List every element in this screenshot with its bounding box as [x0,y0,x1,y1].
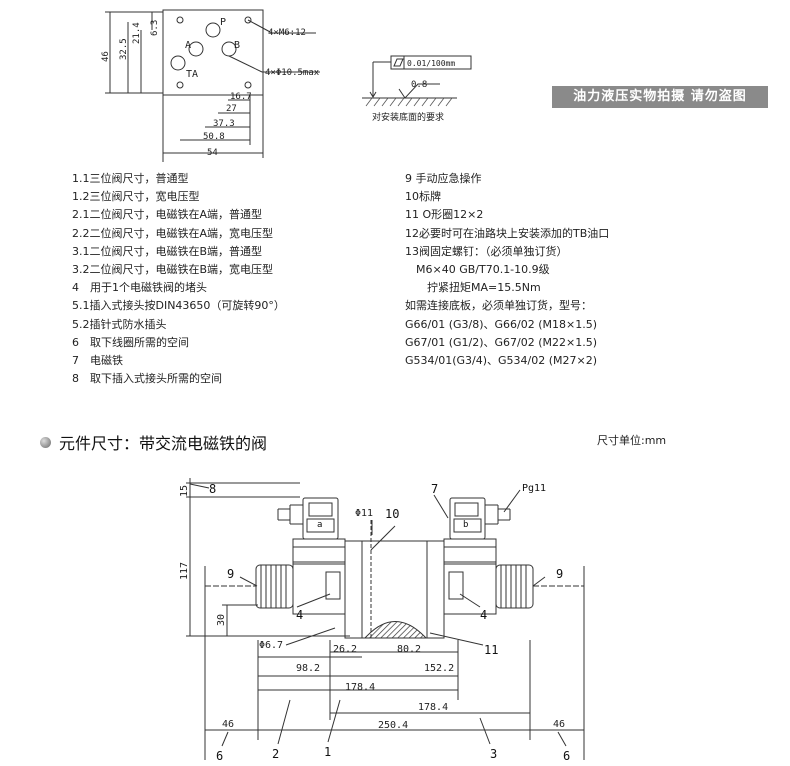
callout-9-left: 9 [227,567,234,581]
manual-override-left [255,564,294,609]
notes-left: 1.1三位阀尺寸，普通型 1.2三位阀尺寸，宽电压型 2.1二位阀尺寸，电磁铁在… [72,170,285,388]
note-item: G67/01 (G1/2)、G67/02 (M22×1.5) [405,335,598,349]
port-label-b: B [234,40,240,51]
dim-98-2: 98.2 [296,663,320,674]
solenoid-b [443,538,497,565]
note-item: 1.2三位阀尺寸，宽电压型 [72,190,200,204]
port-label-ta: TA [186,69,198,80]
top-mounting-drawing: 6.3 21.4 32.5 46 P A B TA 4×M6:12 4×Φ10.… [101,9,472,162]
callout-11: 11 [484,643,498,657]
dim-6-3: 6.3 [150,20,160,36]
port-a [188,41,204,57]
dim-37-3: 37.3 [213,119,235,129]
callout-a: a [317,520,322,530]
dim-phi-11: Φ11 [355,508,373,519]
note-item: 5.2插针式防水插头 [72,317,167,331]
callout-7: 7 [431,482,438,496]
dim-117: 117 [179,562,190,580]
port-label-a: A [185,40,191,51]
dim-178-4-lower: 178.4 [418,702,448,713]
watermark-banner: 油力液压实物拍摄 请勿盗图 [552,86,768,108]
fixing-hole [176,16,184,24]
unit-label: 尺寸单位:mm [597,434,667,447]
callout-6-left: 6 [216,749,223,763]
dim-phi-6-7: Φ6.7 [259,640,283,651]
section-title: 元件尺寸：带交流电磁铁的阀 [40,430,267,454]
dim-250-4: 250.4 [378,720,408,731]
dim-30: 30 [216,614,227,626]
dim-178-4-upper: 178.4 [345,682,375,693]
flatness-tolerance: 0.01/100mm [407,59,455,68]
callout-b: b [463,520,468,530]
note-item: 11 O形圈12×2 [405,208,484,222]
note-item: 10标牌 [405,190,441,204]
fixing-hole [244,16,252,24]
note-item: G66/01 (G3/8)、G66/02 (M18×1.5) [405,317,598,331]
note-item: 3.1二位阀尺寸，电磁铁在B端，普通型 [72,244,263,258]
dim-32-5: 32.5 [119,38,129,60]
callout-thread: 4×M6:12 [268,28,306,38]
callout-10: 10 [385,507,399,521]
callout-9-right: 9 [556,567,563,581]
dim-15: 15 [179,485,190,497]
section-title-text: 元件尺寸：带交流电磁铁的阀 [59,434,268,453]
fixing-hole [176,81,184,89]
solenoid-body-right [443,561,497,615]
callout-1: 1 [324,745,331,759]
note-item: 1.1三位阀尺寸，普通型 [72,172,189,185]
note-item: 5.1插入式接头按DIN43650（可旋转90°） [72,299,285,313]
callout-4-right: 4 [480,608,487,622]
flatness-caption: 对安装底面的要求 [372,111,444,123]
dim-26-2: 26.2 [333,644,357,655]
dim-21-4: 21.4 [132,22,142,44]
port-label-p: P [220,17,226,28]
dim-46-left: 46 [222,719,234,730]
dim-80-2: 80.2 [397,644,421,655]
note-item: 13阀固定螺钉：（必须单独订货） [405,244,568,258]
dim-54: 54 [207,148,218,158]
valve-dimension-drawing: 15 117 30 Φ6.7 Φ11 26.2 80.2 98.2 152.2 … [179,478,585,763]
callout-3: 3 [490,747,497,761]
note-item: 4 用于1个电磁铁阀的堵头 [72,281,207,295]
note-item: 6 取下线圈所需的空间 [72,335,189,349]
callout-pg11: Pg11 [522,483,546,494]
note-item: 7 电磁铁 [72,354,123,368]
callout-8: 8 [209,482,216,496]
note-item: 9 手动应急操作 [405,172,482,185]
fixing-hole [244,81,252,89]
note-item: G534/01(G3/4)、G534/02 (M27×2) [405,354,598,368]
dim-46-right: 46 [553,719,565,730]
dim-152-2: 152.2 [424,663,454,674]
dim-50-8: 50.8 [203,132,225,142]
solenoid-a [292,538,346,565]
note-item: 2.1二位阀尺寸，电磁铁在A端，普通型 [72,208,263,222]
note-item: 2.2二位阀尺寸，电磁铁在A端，宽电压型 [72,226,274,240]
dim-27: 27 [226,104,237,114]
callout-4-left: 4 [296,608,303,622]
note-item: 3.2二位阀尺寸，电磁铁在B端，宽电压型 [72,263,274,277]
notes-right: 9 手动应急操作 10标牌 11 O形圈12×2 12必要时可在油路块上安装添加… [405,170,609,370]
callout-2: 2 [272,747,279,761]
roughness-value: 0.8 [411,80,427,90]
callout-hole: 4×Φ10.5max [265,68,320,78]
note-item: 8 取下插入式接头所需的空间 [72,372,222,386]
solenoid-body-left [292,561,346,615]
port-p [205,22,221,38]
port-t [170,55,186,71]
dim-16-7: 16.7 [230,92,252,102]
bullet-icon [40,436,51,448]
section-cut-hatch [363,621,428,639]
roughness-icon [398,83,440,99]
note-item: 拧紧扭矩MA=15.5Nm [405,281,541,295]
dim-46: 46 [101,51,111,62]
note-item: 如需连接底板，必须单独订货，型号： [405,299,592,313]
manual-override-right [495,564,534,609]
callout-6-right: 6 [563,749,570,763]
flatness-icon [393,58,404,67]
note-item: M6×40 GB/T70.1-10.9级 [405,263,550,277]
note-item: 12必要时可在油路块上安装添加的TB油口 [405,226,610,240]
mounting-face [162,9,264,96]
